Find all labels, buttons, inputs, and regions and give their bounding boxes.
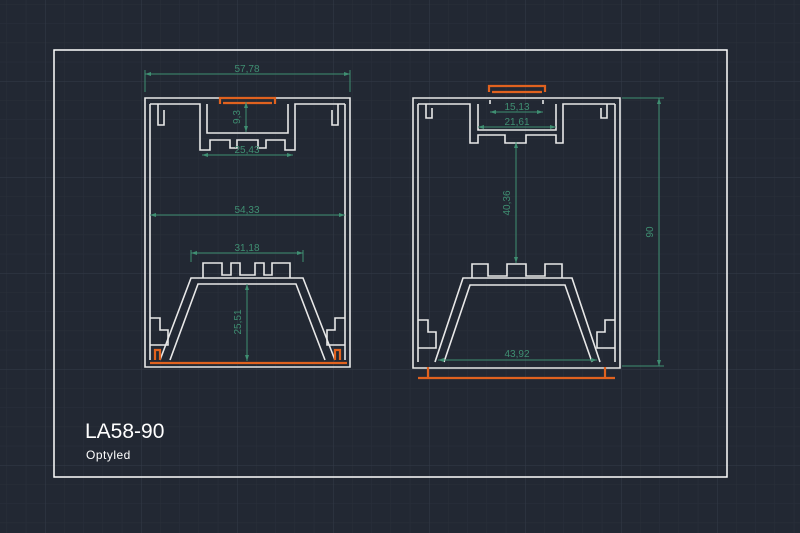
right-dimensions: 15,13 21,61 40,36 90 43,92	[438, 97, 664, 367]
dim-right-channel-width: 21,61	[504, 117, 529, 128]
dim-reflector-top-width: 31,18	[234, 243, 259, 254]
dim-reflector-height: 25,51	[233, 309, 244, 334]
dim-overall-width: 57,78	[234, 64, 259, 75]
dim-channel-depth: 9,3	[232, 110, 243, 124]
brand-label: Optyled	[86, 448, 131, 462]
drawing-frame	[53, 49, 728, 478]
dim-overall-height: 90	[645, 226, 656, 238]
dim-inner-width: 54,33	[234, 205, 259, 216]
left-dimensions: 57,78 9,3 25,43 54,33 31,18 25,51	[144, 64, 351, 361]
dim-diffuser-width: 43,92	[504, 349, 529, 360]
dim-top-opening: 15,13	[504, 102, 529, 113]
dim-channel-to-reflector: 40,36	[502, 190, 513, 215]
right-profile	[412, 84, 621, 380]
dim-channel-width: 25,43	[234, 145, 259, 156]
drawing-title: LA58-90	[85, 420, 164, 443]
